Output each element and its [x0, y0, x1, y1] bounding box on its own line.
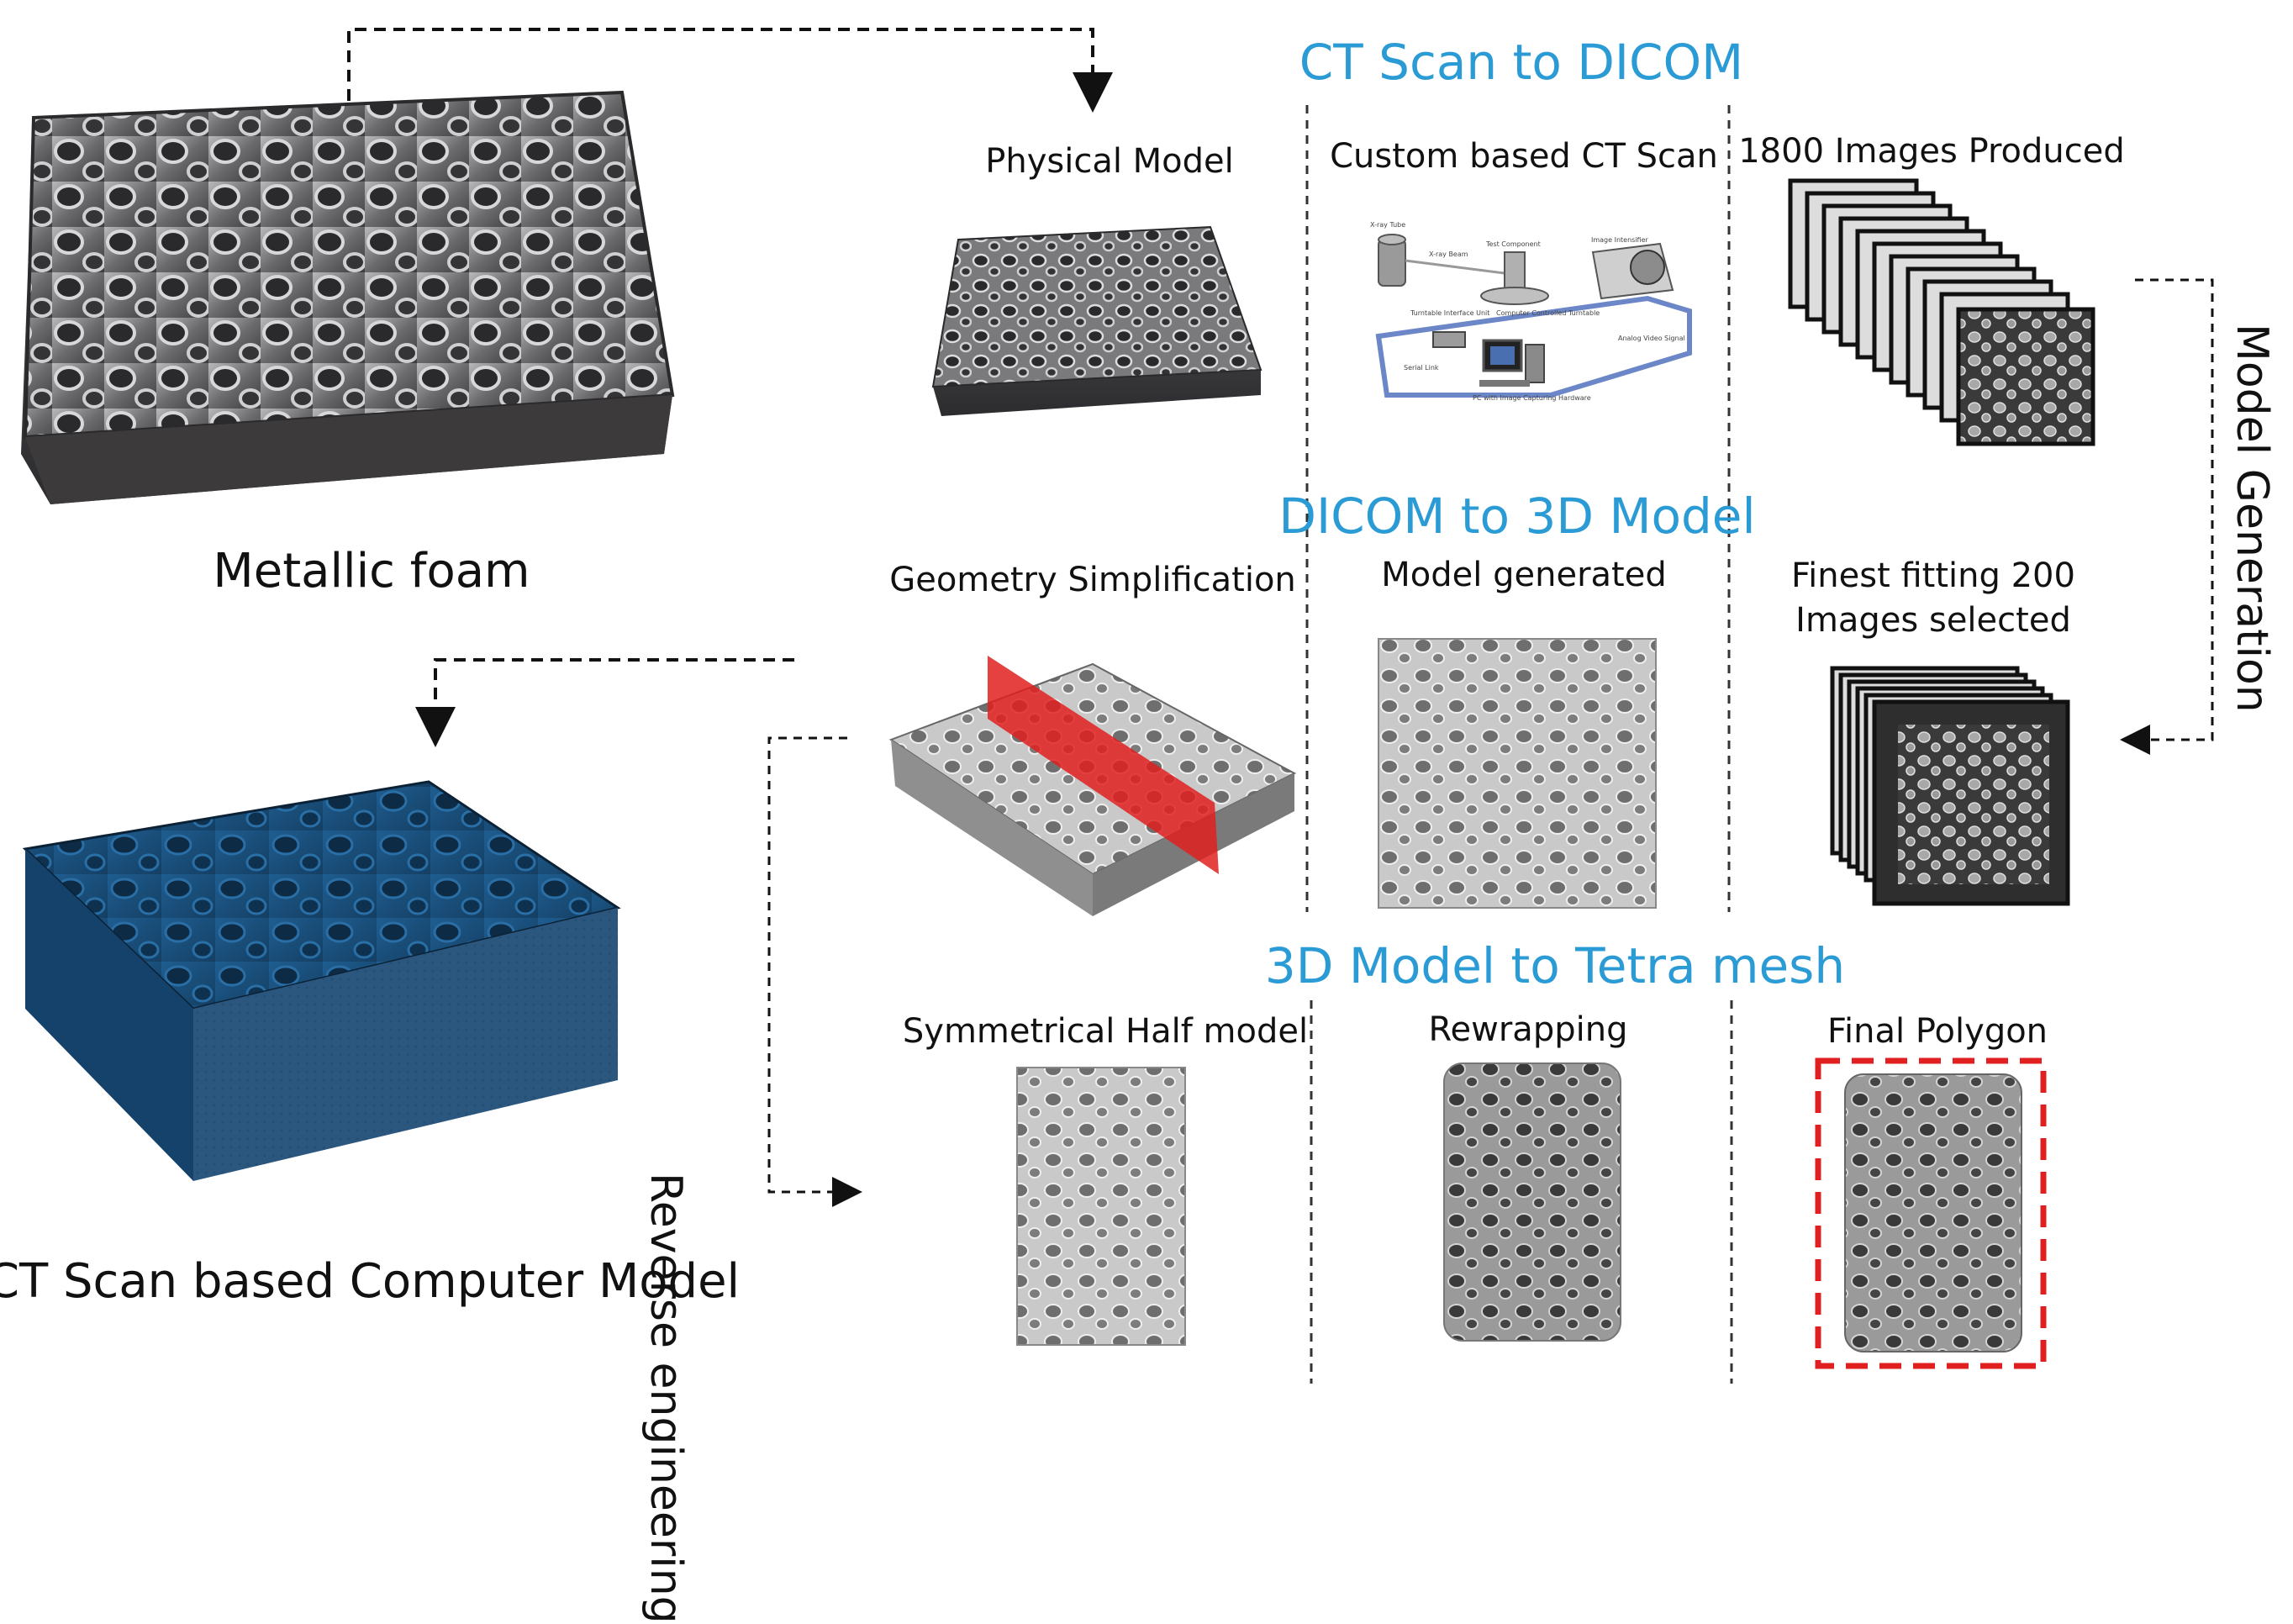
model-generated-image — [1378, 638, 1657, 909]
reverse-engineering-bracket — [767, 736, 862, 1207]
ct-label-image-intensifier: Image Intensifier — [1591, 236, 1649, 244]
model-generation-bracket — [2120, 278, 2214, 755]
ct-label-controlled-turntable: Computer Controlled Turntable — [1496, 309, 1600, 317]
ct-label-turntable-unit: Turntable Interface Unit — [1410, 309, 1489, 317]
arrow-foam-to-physical — [347, 28, 1113, 113]
label-rewrapping: Rewrapping — [1428, 1010, 1628, 1049]
section-title-dicom-to-3d: DICOM to 3D Model — [1278, 488, 1756, 545]
label-final-polygon: Final Polygon — [1826, 1012, 2048, 1051]
label-symmetrical-half-model: Symmetrical Half model — [902, 1012, 1309, 1051]
final-polygon-image — [1844, 1073, 2022, 1352]
ct-label-xray-beam: X-ray Beam — [1429, 250, 1468, 258]
label-geometry-simplification: Geometry Simplification — [889, 561, 1296, 599]
side-label-reverse-engineering: Reverse engineering — [640, 1173, 691, 1624]
rewrapping-image — [1443, 1062, 1621, 1342]
ct-label-xray-tube: X-ray Tube — [1370, 221, 1405, 229]
label-custom-ct-scan: Custom based CT Scan — [1330, 137, 1718, 176]
physical-model-photo — [931, 225, 1262, 416]
geometry-simplification-model — [888, 656, 1297, 916]
label-physical-model: Physical Model — [985, 142, 1234, 181]
section-title-ct-to-dicom: CT Scan to DICOM — [1299, 34, 1744, 91]
ct-scan-schematic — [1375, 234, 1692, 398]
image-stack-1800 — [1788, 178, 2095, 446]
symmetrical-half-model-image — [1016, 1067, 1186, 1346]
section-title-model-to-mesh: 3D Model to Tetra mesh — [1264, 937, 1846, 994]
arrow-to-computer-model — [415, 658, 794, 747]
ct-label-pc-capture: PC with Image Capturing Hardware — [1473, 394, 1591, 402]
caption-metallic-foam: Metallic foam — [213, 544, 530, 598]
column-separators — [1305, 105, 1733, 1384]
computer-model-render — [22, 780, 621, 1181]
label-model-generated: Model generated — [1381, 556, 1667, 594]
image-stack-200 — [1830, 666, 2070, 906]
metallic-foam-photo — [21, 90, 675, 504]
ct-label-test-component: Test Component — [1485, 240, 1541, 248]
ct-label-serial-link: Serial Link — [1404, 364, 1439, 372]
caption-computer-model: CT Scan based Computer Model — [0, 1254, 741, 1309]
label-images-selected: Images selected — [1795, 601, 2071, 640]
ct-label-analog-video: Analog Video Signal — [1618, 335, 1685, 342]
side-label-model-generation: Model Generation — [2227, 324, 2277, 713]
label-finest-fitting: Finest fitting 200 — [1791, 556, 2075, 595]
label-images-produced: 1800 Images Produced — [1738, 132, 2125, 171]
final-polygon-highlight-frame — [1815, 1057, 2047, 1369]
